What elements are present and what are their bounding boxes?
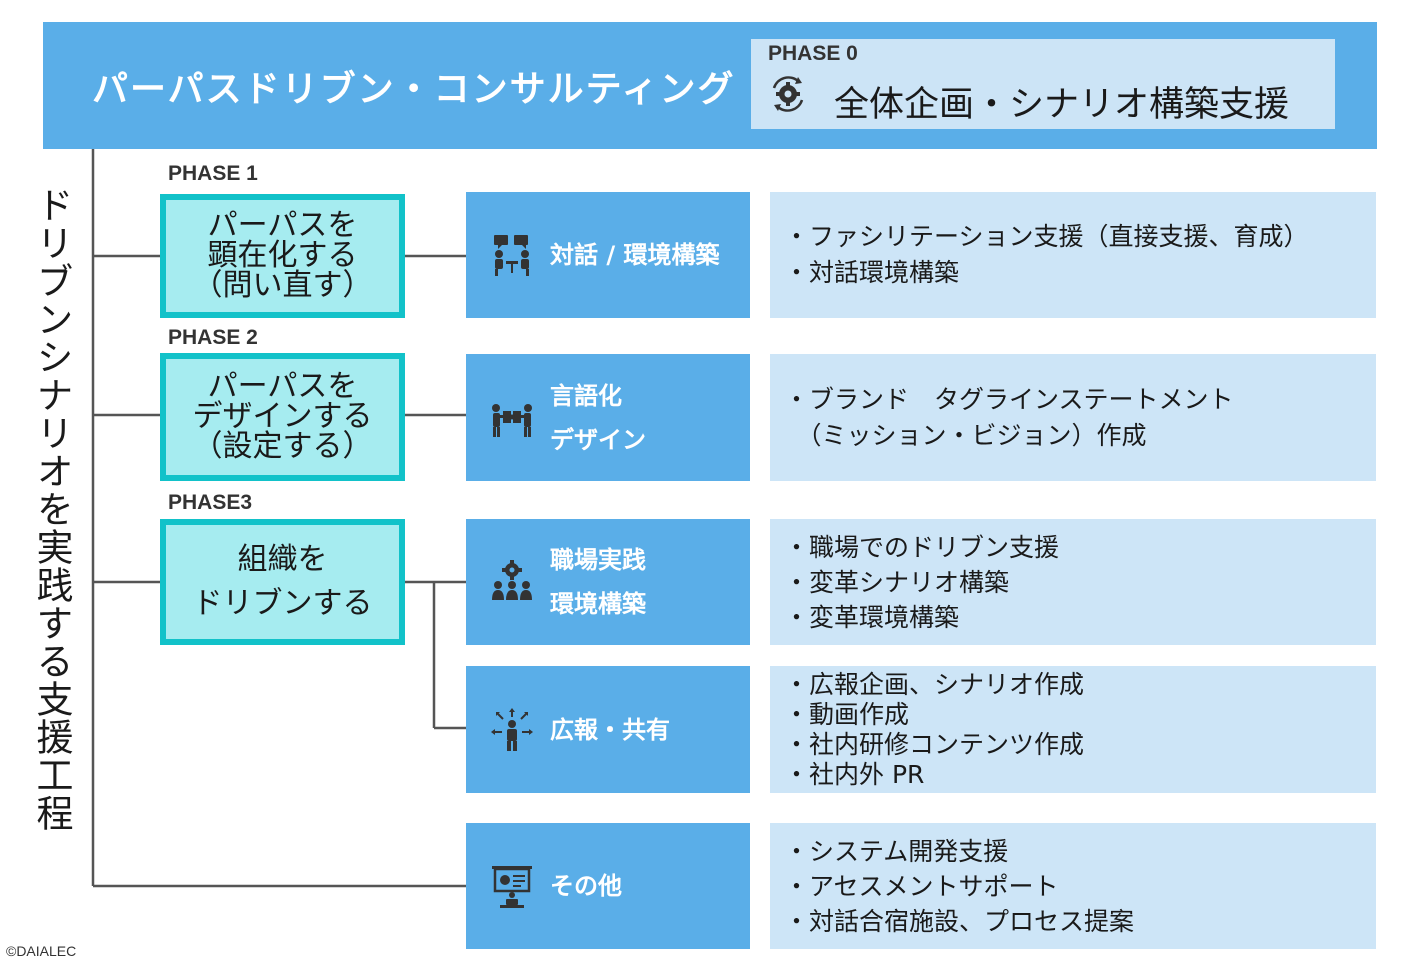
- phase3-box: 組織を ドリブンする: [160, 519, 405, 645]
- process-vertical-title: ドリブンシナリオを実践する支援工程: [30, 186, 73, 832]
- list-item: ・対話合宿施設、プロセス提案: [784, 906, 1135, 936]
- service-title-workplace: 職場実践 環境構築: [550, 546, 646, 618]
- phase1-label: PHASE 1: [168, 162, 258, 185]
- list-item: ・変革シナリオ構築: [784, 567, 1010, 597]
- gear-cycle-icon: [772, 76, 804, 112]
- phase0-label: PHASE 0: [768, 42, 858, 65]
- list-item: （ミッション・ビジョン）作成: [784, 420, 1147, 450]
- presentation-icon: [492, 866, 532, 908]
- phase1-box: パーパスを 顕在化する （問い直す）: [160, 194, 405, 318]
- team-gear-icon: [492, 560, 532, 600]
- list-item: ・システム開発支援: [784, 836, 1009, 866]
- service-title-other: その他: [550, 872, 622, 900]
- list-item: ・変革環境構築: [784, 602, 960, 632]
- puzzle-team-icon: [492, 403, 532, 437]
- meeting-icon: [494, 235, 529, 276]
- phase0-description: 全体企画・シナリオ構築支援: [834, 85, 1290, 125]
- phase0-box: [751, 39, 1335, 129]
- service-box-other: その他: [466, 823, 750, 949]
- service-title-pr: 広報・共有: [550, 715, 670, 744]
- phase3-label: PHASE3: [168, 491, 253, 514]
- detail-box-dialogue: ・ファシリテーション支援（直接支援、育成） ・対話環境構築: [770, 192, 1376, 318]
- service-box-pr: 広報・共有: [466, 666, 750, 793]
- list-item: ・ファシリテーション支援（直接支援、育成）: [784, 222, 1309, 251]
- detail-box-verbalize: ・ブランド タグラインステートメント （ミッション・ビジョン）作成: [770, 354, 1376, 481]
- page-title: パーパスドリブン・コンサルティング: [92, 69, 736, 110]
- list-item: ・広報企画、シナリオ作成: [784, 669, 1085, 699]
- phase2-box: パーパスを デザインする （設定する）: [160, 353, 405, 481]
- phase1-text: パーパスを 顕在化する （問い直す）: [192, 208, 373, 303]
- list-item: ・動画作成: [784, 699, 910, 729]
- service-box-dialogue: 対話 / 環境構築: [466, 192, 750, 318]
- service-title-dialogue: 対話 / 環境構築: [550, 241, 720, 269]
- detail-box-workplace: ・職場でのドリブン支援 ・変革シナリオ構築 ・変革環境構築: [770, 519, 1376, 645]
- service-box-verbalize: 言語化 デザイン: [466, 354, 750, 481]
- copyright: ©DAIALEC: [6, 943, 77, 959]
- phase2-label: PHASE 2: [168, 326, 258, 349]
- phase3-text: 組織を ドリブンする: [192, 542, 373, 621]
- list-item: ・ブランド タグラインステートメント: [784, 384, 1234, 414]
- list-item: ・対話環境構築: [784, 258, 960, 287]
- list-item: ・アセスメントサポート: [784, 871, 1059, 901]
- list-item: ・職場でのドリブン支援: [784, 532, 1060, 562]
- broadcast-person-icon: [491, 707, 533, 751]
- service-title-verbalize: 言語化 デザイン: [550, 381, 646, 454]
- detail-box-other: ・システム開発支援 ・アセスメントサポート ・対話合宿施設、プロセス提案: [770, 823, 1376, 949]
- phase2-text: パーパスを デザインする （設定する）: [192, 369, 373, 464]
- list-item: ・社内研修コンテンツ作成: [784, 729, 1085, 759]
- list-item: ・社内外 PR: [784, 759, 925, 789]
- detail-box-pr: ・広報企画、シナリオ作成 ・動画作成 ・社内研修コンテンツ作成 ・社内外 PR: [770, 666, 1376, 793]
- service-box-workplace: 職場実践 環境構築: [466, 519, 750, 645]
